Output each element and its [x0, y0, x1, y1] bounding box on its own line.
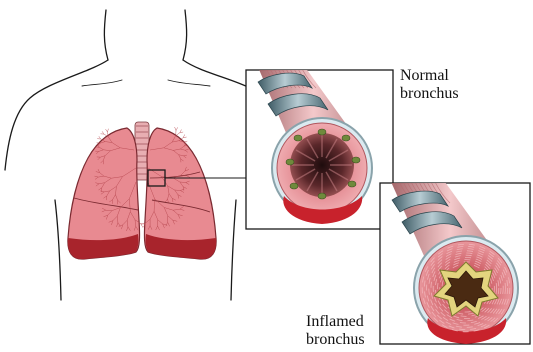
gland: [348, 181, 356, 187]
left-clavicle: [82, 80, 122, 86]
neck-left-line: [104, 10, 108, 60]
gland: [342, 135, 350, 141]
gland: [318, 193, 326, 199]
normal-bronchus-panel: [246, 60, 393, 229]
bronchiole-line: [108, 129, 109, 132]
inflamed-bronchus-label: Inflamed bronchus: [306, 313, 365, 349]
gland: [286, 159, 294, 165]
normal-bronchus-label: Normal bronchus: [400, 67, 459, 103]
bronchiole-line: [106, 129, 108, 132]
gland: [290, 183, 298, 189]
right-chest-line: [231, 200, 236, 300]
bronchiole-line: [176, 133, 180, 136]
inflamed-label-line-2: bronchus: [306, 331, 365, 349]
bronchiole-line: [175, 127, 176, 131]
bronchiole-line: [99, 136, 101, 139]
inflamed-label-line-1: Inflamed: [306, 313, 365, 331]
right-clavicle: [168, 80, 210, 86]
bronchiole-line: [176, 127, 178, 130]
normal-label-line-1: Normal: [400, 67, 459, 85]
inflamed-bronchus-panel: [380, 175, 530, 344]
gland: [352, 157, 360, 163]
bronchiole-line: [102, 131, 104, 134]
left-chest-line: [55, 200, 61, 300]
gland: [318, 129, 326, 135]
gland: [294, 135, 302, 141]
neck-right-line: [183, 10, 187, 60]
normal-label-line-2: bronchus: [400, 85, 459, 103]
